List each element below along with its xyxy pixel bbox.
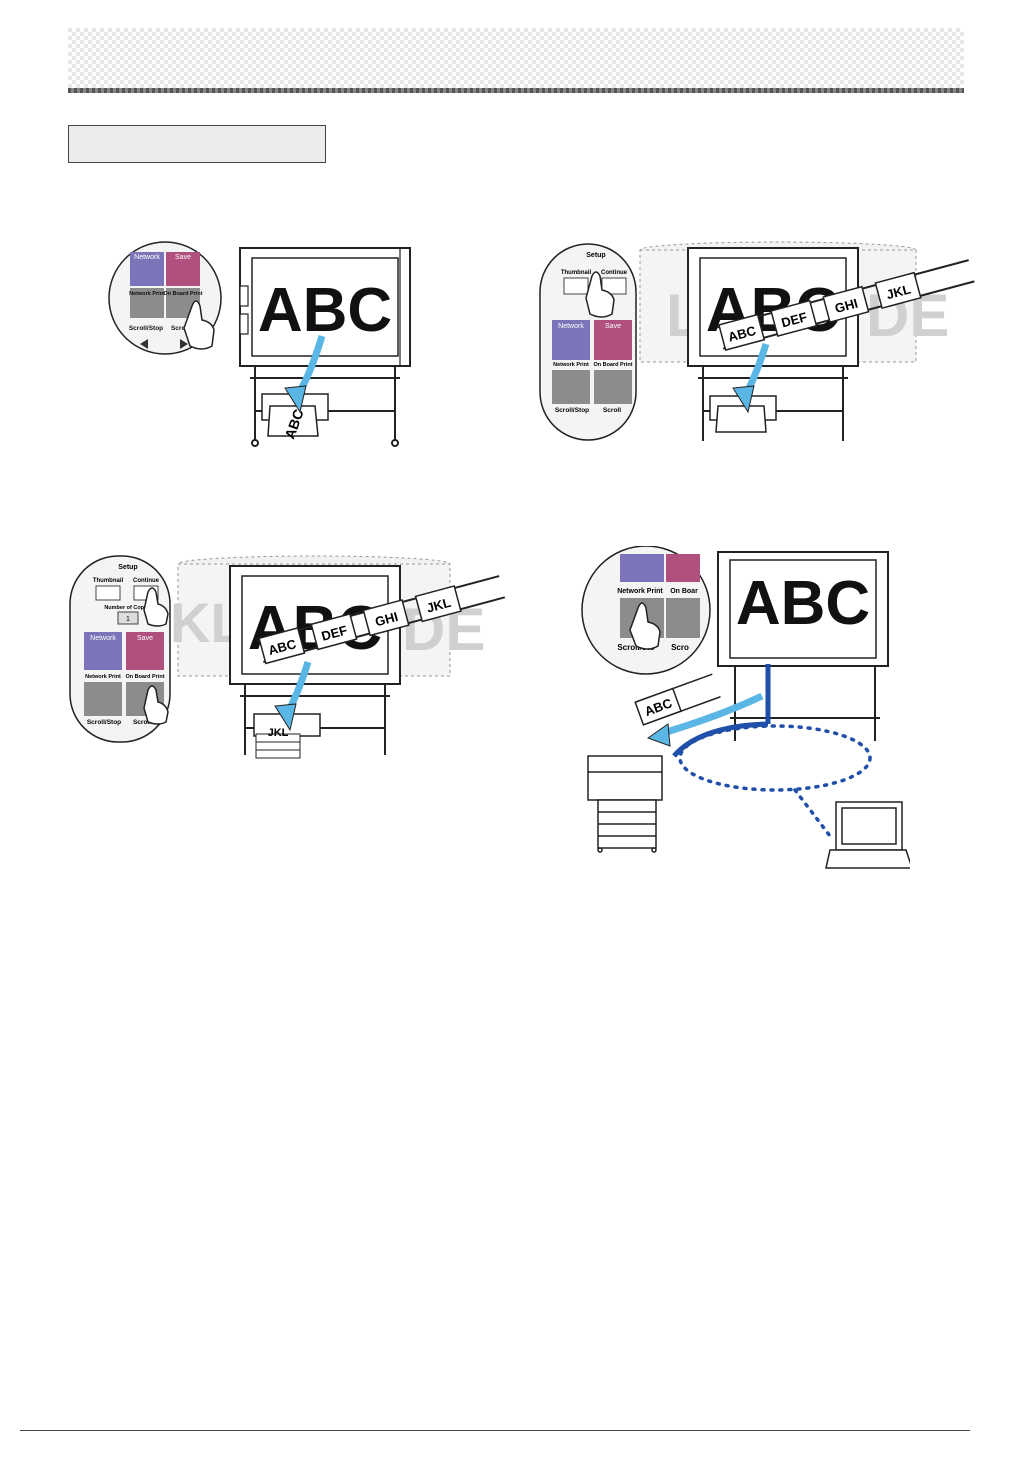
copyboard: ABC: [717, 551, 889, 667]
control-panel-zoom: Network Save Network Print On Board Prin…: [108, 241, 222, 355]
frame-label: ABC: [726, 323, 758, 345]
header-banner-rule: [68, 88, 964, 93]
hand-pointer-icon: [585, 271, 615, 318]
network-cable: [672, 721, 769, 758]
svg-text:Thumbnail: Thumbnail: [93, 578, 124, 584]
svg-text:Scro: Scro: [671, 643, 689, 652]
svg-text:Scroll/Stop: Scroll/Stop: [555, 407, 589, 414]
svg-text:Save: Save: [137, 635, 153, 642]
svg-text:Network Print: Network Print: [129, 291, 165, 297]
illustration-multi-copy-print: KL DE ABC ABC DEF GHI JKL JKL Setup Thum…: [69, 555, 506, 759]
frame-label: DEF: [780, 309, 809, 330]
illustration-continuous-print: L DE ABC ABC DEF GHI JKL Setup Thumbnail…: [539, 241, 975, 441]
svg-text:Scroll/Sto: Scroll/Sto: [617, 643, 654, 652]
svg-text:Thumbnail: Thumbnail: [561, 270, 592, 276]
frame-label: JKL: [885, 281, 913, 302]
header-banner: [68, 28, 964, 92]
hand-pointer-icon: [143, 587, 169, 627]
frame-label: GHI: [833, 296, 859, 316]
network-ring: [678, 724, 872, 792]
control-panel-zoom: Setup Thumbnail Continue Number of Copie…: [69, 555, 171, 743]
frame-label: JKL: [425, 595, 453, 616]
svg-text:Scroll: Scroll: [171, 325, 189, 332]
svg-text:ABC: ABC: [736, 569, 870, 638]
svg-text:Setup: Setup: [586, 252, 605, 259]
save-button-label: Save: [175, 254, 191, 261]
svg-text:On Boar: On Boar: [670, 588, 698, 595]
svg-text:Setup: Setup: [118, 564, 137, 571]
svg-text:JKL: JKL: [268, 727, 289, 739]
illustration-onboard-print: ABC ABC Network Save Network Print On Bo…: [108, 241, 411, 447]
section-heading-box: [68, 125, 326, 163]
svg-text:Continue: Continue: [601, 270, 628, 276]
svg-text:Network Print: Network Print: [85, 674, 121, 680]
svg-text:Scroll: Scroll: [133, 719, 151, 726]
network-button-label: Network: [134, 254, 160, 261]
svg-text:Network: Network: [558, 323, 584, 330]
hand-pointer-icon: [183, 300, 215, 350]
svg-text:Number of Copies: Number of Copies: [104, 605, 151, 611]
frame-label: DEF: [320, 623, 349, 644]
frame-label: GHI: [373, 609, 399, 629]
scroll-frames-strip: ABC DEF GHI JKL: [717, 259, 975, 351]
print-arrow: [658, 692, 764, 738]
printed-page: ABC: [634, 673, 721, 726]
svg-text:Network Print: Network Print: [617, 588, 663, 595]
svg-text:Scroll/Stop: Scroll/Stop: [87, 719, 121, 726]
illustration-network-print: ABC ABC Network Print On Boar Scro: [581, 546, 910, 869]
hand-pointer-icon: [143, 685, 169, 725]
svg-text:Save: Save: [605, 323, 621, 330]
footer-rule: [20, 1430, 970, 1431]
svg-text:On Board Print: On Board Print: [163, 291, 202, 297]
svg-text:Network: Network: [90, 635, 116, 642]
copies-value: 1: [126, 616, 130, 623]
svg-text:Scroll: Scroll: [603, 407, 621, 414]
control-panel-zoom: Setup Thumbnail Continue Network Save Ne…: [539, 243, 637, 441]
network-printer-icon: [587, 755, 663, 853]
control-panel-zoom: Network Print On Boar Scroll/Sto Scro: [581, 546, 711, 675]
laptop-icon: [825, 801, 910, 869]
scroll-frames-strip: ABC DEF GHI JKL: [257, 575, 506, 665]
svg-text:On Board Print: On Board Print: [593, 362, 632, 368]
board-text: ABC: [258, 276, 392, 345]
svg-text:Continue: Continue: [133, 578, 160, 584]
svg-text:On Board Print: On Board Print: [125, 674, 164, 680]
svg-text:Scroll/Stop: Scroll/Stop: [129, 325, 163, 332]
copyboard: ABC: [239, 247, 411, 367]
hand-pointer-icon: [629, 602, 661, 650]
printed-paper: ABC: [267, 405, 319, 441]
svg-text:Network Print: Network Print: [553, 362, 589, 368]
printed-paper-stack: JKL: [255, 727, 301, 759]
frame-label: ABC: [267, 636, 299, 658]
